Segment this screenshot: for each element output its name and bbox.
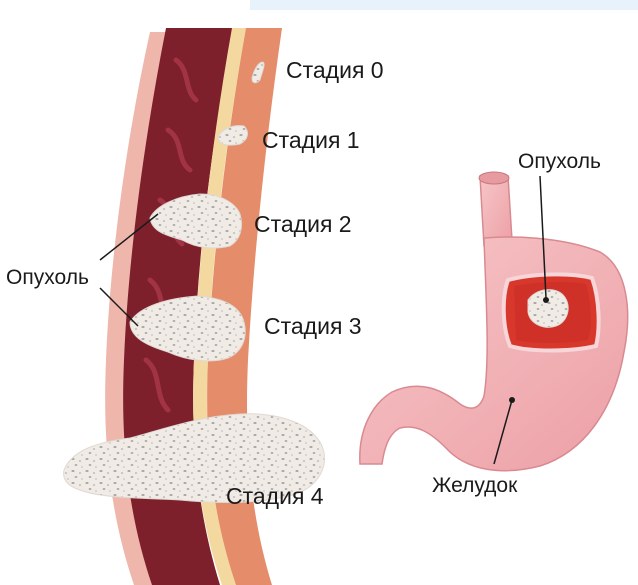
esophagus-opening bbox=[479, 172, 509, 184]
stomach-illustration bbox=[360, 172, 628, 471]
stomach-dot bbox=[509, 397, 515, 403]
label-stage-0: Стадия 0 bbox=[286, 57, 384, 83]
label-stage-3: Стадия 3 bbox=[264, 313, 362, 339]
stomach-tumor bbox=[528, 290, 568, 328]
label-tumor-right: Опухоль bbox=[518, 150, 601, 173]
esophagus bbox=[480, 176, 512, 246]
stomach-body bbox=[360, 237, 628, 471]
label-stage-1: Стадия 1 bbox=[262, 127, 360, 153]
label-tumor-left: Опухоль bbox=[6, 266, 89, 289]
stomach-tumor-dot bbox=[543, 297, 549, 303]
label-stage-4: Стадия 4 bbox=[226, 483, 324, 509]
top-banner bbox=[250, 0, 638, 10]
label-stomach: Желудок bbox=[432, 474, 518, 497]
label-stage-2: Стадия 2 bbox=[254, 211, 352, 237]
